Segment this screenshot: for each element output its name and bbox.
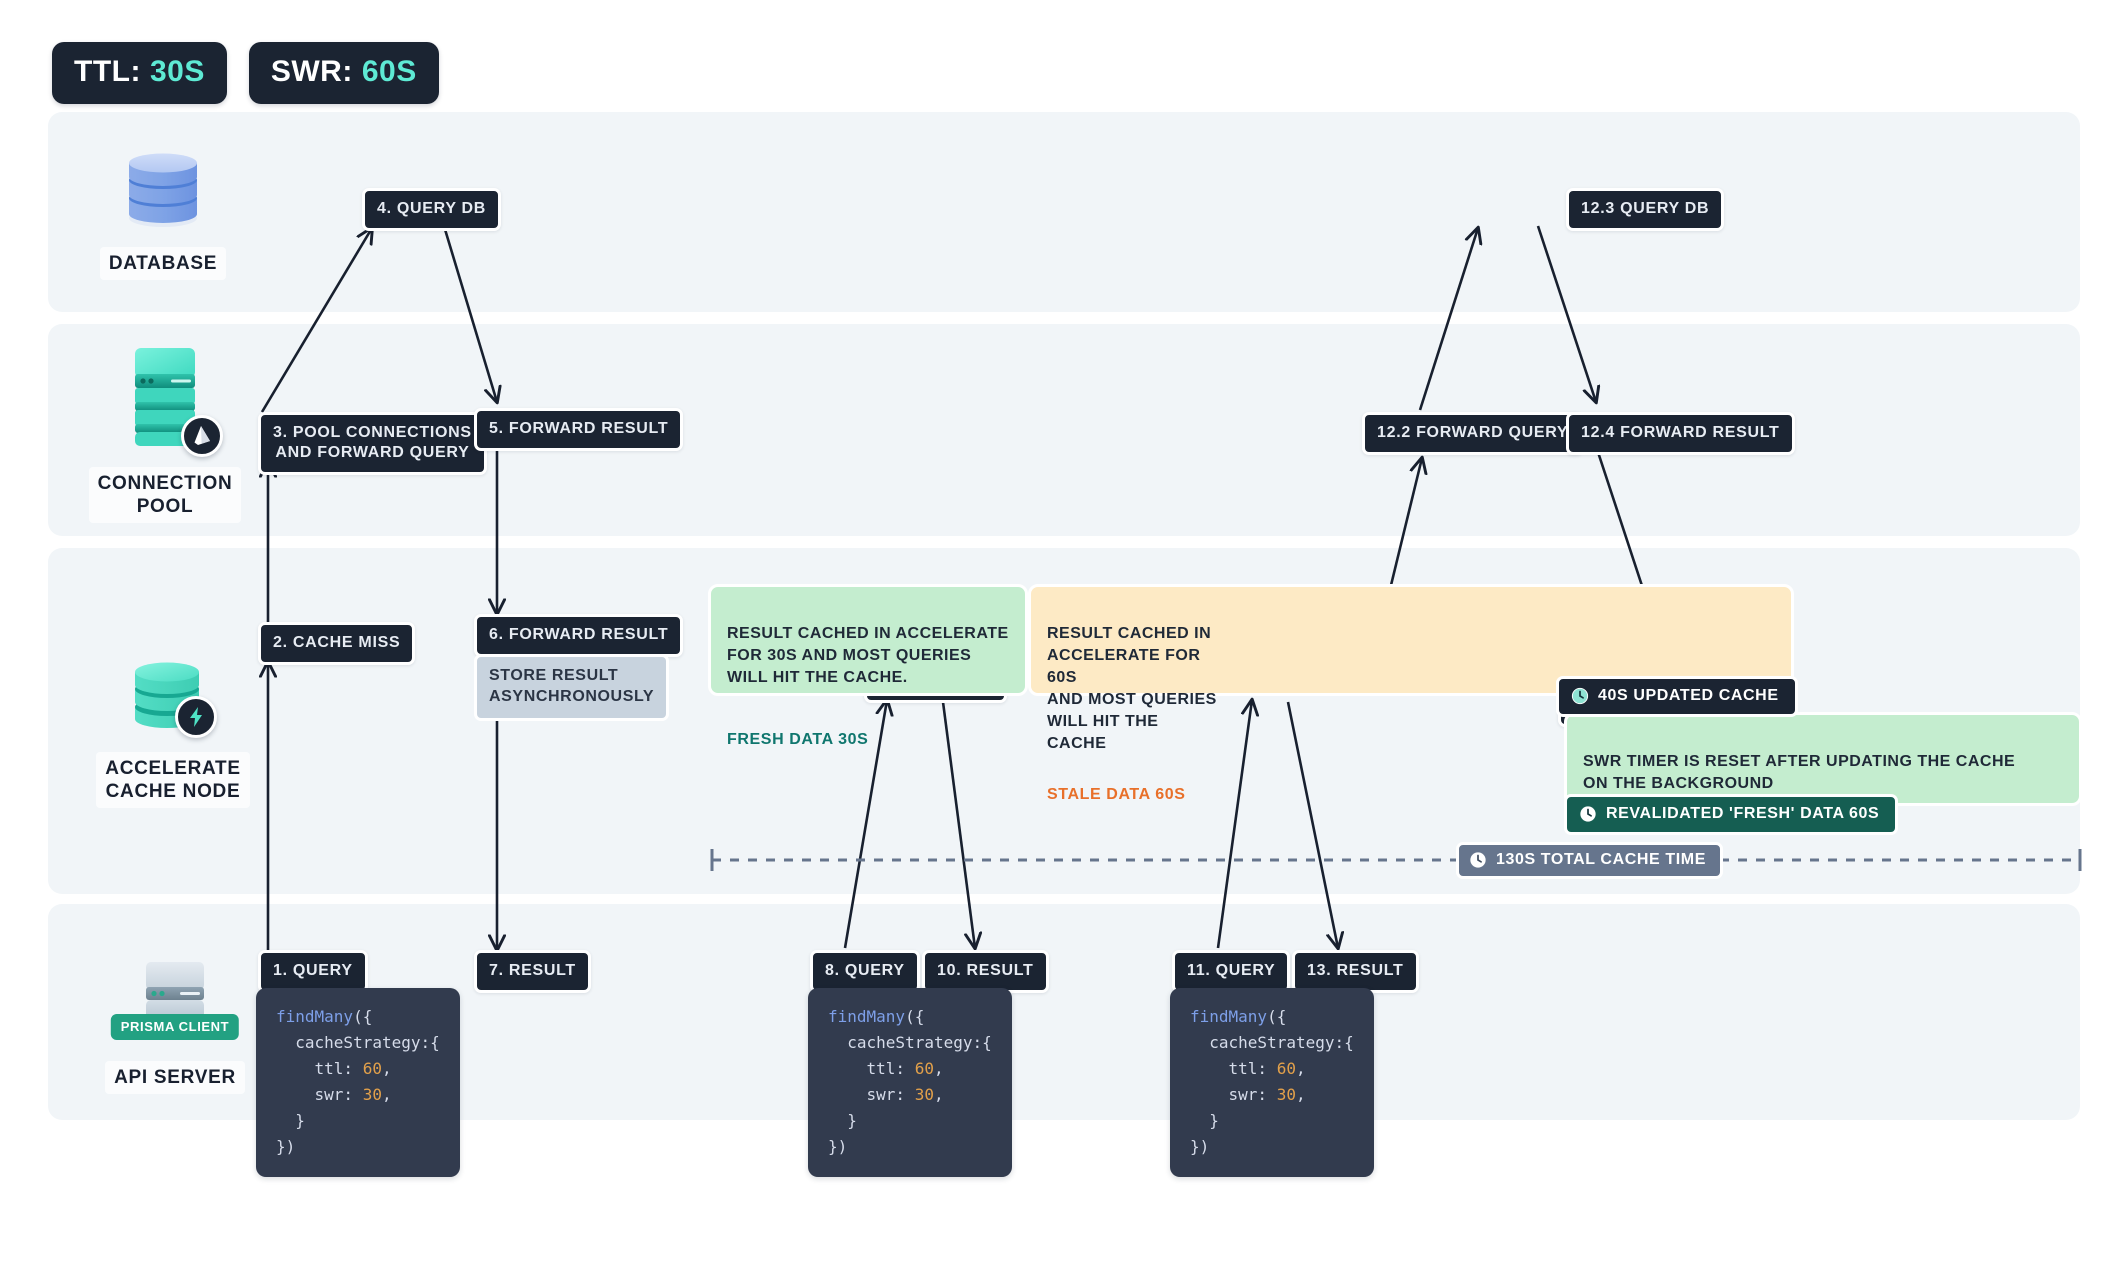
database-cylinder-icon xyxy=(115,140,211,241)
code-l1: ({ xyxy=(1267,1007,1287,1026)
code-l3v: 60 xyxy=(914,1058,934,1078)
ttl-badge: TTL: 30S xyxy=(52,42,227,104)
server-stack-icon xyxy=(119,344,223,461)
note-fresh-data: RESULT CACHED IN ACCELERATE FOR 30S AND … xyxy=(708,584,1028,748)
code-l4e: , xyxy=(933,1084,944,1104)
swr-badge: SWR: 60S xyxy=(248,42,439,104)
code-l4v: 30 xyxy=(1276,1084,1296,1104)
code-l3v: 60 xyxy=(362,1058,382,1078)
header-badges: TTL: 30S SWR: 60S xyxy=(52,42,439,104)
code-l6: }) xyxy=(828,1136,848,1156)
step-12-4-forward-result[interactable]: 12.4 FORWARD RESULT xyxy=(1566,412,1795,455)
code-l4e: , xyxy=(1295,1084,1306,1104)
note-fresh-tag: FRESH DATA 30S xyxy=(727,731,869,749)
prisma-logo-icon xyxy=(181,415,223,457)
code-fn: findMany xyxy=(276,1007,354,1026)
node-accelerate-cache: ACCELERATE CACHE NODE xyxy=(96,655,250,809)
label-connection-pool: CONNECTION POOL xyxy=(88,467,242,524)
step-11-query[interactable]: 11. QUERY xyxy=(1172,950,1291,993)
code-l6: }) xyxy=(1190,1136,1210,1156)
clock-icon xyxy=(1470,852,1486,868)
badge-revalidated-text: REVALIDATED 'FRESH' DATA 60S xyxy=(1606,805,1880,822)
code-l4v: 30 xyxy=(362,1084,382,1104)
step-12-3-query-db[interactable]: 12.3 QUERY DB xyxy=(1566,188,1725,231)
code-l5: } xyxy=(276,1110,305,1130)
code-l3k: ttl: xyxy=(276,1058,363,1078)
code-l4v: 30 xyxy=(914,1084,934,1104)
code-l2: cacheStrategy:{ xyxy=(1190,1032,1354,1052)
note-fresh-body: RESULT CACHED IN ACCELERATE FOR 30S AND … xyxy=(727,625,1009,687)
step-2-cache-miss[interactable]: 2. CACHE MISS xyxy=(258,622,416,665)
note-stale-body: RESULT CACHED IN ACCELERATE FOR 60S AND … xyxy=(1047,625,1217,753)
cache-cylinder-icon xyxy=(123,655,223,744)
node-database: DATABASE xyxy=(98,140,228,281)
code-l5: } xyxy=(828,1110,857,1130)
code-l4k: swr: xyxy=(276,1084,363,1104)
node-connection-pool: CONNECTION POOL xyxy=(88,344,242,524)
step-7-result[interactable]: 7. RESULT xyxy=(474,950,591,993)
ttl-label: TTL: xyxy=(74,55,141,88)
ttl-value: 30S xyxy=(149,55,205,88)
swr-value: 60S xyxy=(361,55,417,88)
code-l3e: , xyxy=(933,1058,944,1078)
note-stale-tag: STALE DATA 60S xyxy=(1047,785,1186,803)
code-l6: }) xyxy=(276,1136,296,1156)
code-l3v: 60 xyxy=(1276,1058,1296,1078)
lane-database xyxy=(48,112,2080,312)
node-api-server: PRISMA CLIENT API SERVER xyxy=(100,960,250,1095)
prisma-client-badge: PRISMA CLIENT xyxy=(110,1014,240,1040)
code-l1: ({ xyxy=(905,1007,925,1026)
code-l5: } xyxy=(1190,1110,1219,1130)
code-l1: ({ xyxy=(353,1007,373,1026)
code-block-3: findMany({ cacheStrategy:{ ttl: 60, swr:… xyxy=(1170,988,1374,1178)
note-swr-reset: SWR TIMER IS RESET AFTER UPDATING THE CA… xyxy=(1564,712,2082,806)
step-8-query[interactable]: 8. QUERY xyxy=(810,950,920,993)
clock-icon xyxy=(1580,806,1596,822)
label-api-server: API SERVER xyxy=(105,1061,245,1095)
code-l2: cacheStrategy:{ xyxy=(828,1032,992,1052)
code-fn: findMany xyxy=(828,1007,906,1026)
code-l4k: swr: xyxy=(1190,1084,1277,1104)
badge-updated-cache: 40S UPDATED CACHE xyxy=(1556,676,1798,717)
swr-label: SWR: xyxy=(270,55,353,88)
code-block-1: findMany({ cacheStrategy:{ ttl: 60, swr:… xyxy=(256,988,460,1178)
clock-icon xyxy=(1571,687,1589,705)
code-l2: cacheStrategy:{ xyxy=(276,1032,440,1052)
code-l3k: ttl: xyxy=(828,1058,915,1078)
code-l3e: , xyxy=(1295,1058,1306,1078)
label-database: DATABASE xyxy=(99,247,227,281)
step-5-forward-result[interactable]: 5. FORWARD RESULT xyxy=(474,408,684,451)
label-accelerate-cache: ACCELERATE CACHE NODE xyxy=(96,752,250,809)
step-6-forward-result[interactable]: 6. FORWARD RESULT xyxy=(474,614,684,657)
step-10-result[interactable]: 10. RESULT xyxy=(922,950,1049,993)
lightning-bolt-icon xyxy=(175,696,217,738)
step-3-pool-connections[interactable]: 3. POOL CONNECTIONS AND FORWARD QUERY xyxy=(258,412,487,475)
step-12-2-forward-query[interactable]: 12.2 FORWARD QUERY xyxy=(1362,412,1584,455)
badge-total-cache-time: 130S TOTAL CACHE TIME xyxy=(1456,842,1723,879)
code-l4k: swr: xyxy=(828,1084,915,1104)
badge-updated-cache-text: 40S UPDATED CACHE xyxy=(1598,687,1779,704)
step-6-store-result-async: STORE RESULT ASYNCHRONOUSLY xyxy=(474,654,670,721)
code-l3k: ttl: xyxy=(1190,1058,1277,1078)
step-4-query-db[interactable]: 4. QUERY DB xyxy=(362,188,502,231)
badge-total-cache-text: 130S TOTAL CACHE TIME xyxy=(1496,851,1706,868)
step-1-query[interactable]: 1. QUERY xyxy=(258,950,368,993)
note-swr-body: SWR TIMER IS RESET AFTER UPDATING THE CA… xyxy=(1583,753,2016,793)
server-icon: PRISMA CLIENT xyxy=(110,960,240,1049)
code-block-2: findMany({ cacheStrategy:{ ttl: 60, swr:… xyxy=(808,988,1012,1178)
step-13-result[interactable]: 13. RESULT xyxy=(1292,950,1419,993)
code-l3e: , xyxy=(381,1058,392,1078)
badge-revalidated-fresh: REVALIDATED 'FRESH' DATA 60S xyxy=(1564,794,1899,835)
code-l4e: , xyxy=(381,1084,392,1104)
code-fn: findMany xyxy=(1190,1007,1268,1026)
